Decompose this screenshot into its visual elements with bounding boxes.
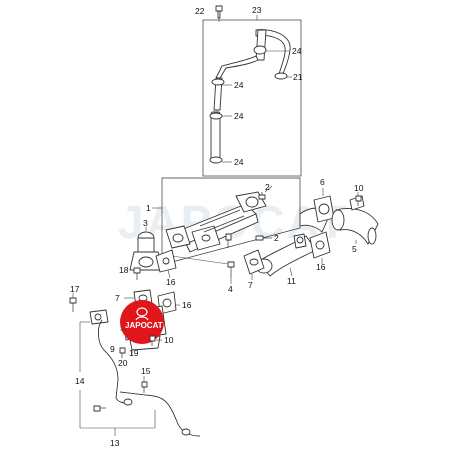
bolt-4 [227,261,235,278]
callout-10-lower: 10 [164,335,174,345]
callout-24-c: 24 [234,111,244,121]
pipe-23 [209,29,291,164]
callout-5: 5 [352,244,357,254]
callout-16-lower: 16 [182,300,192,310]
callout-13: 13 [110,438,120,448]
callout-9: 9 [110,344,115,354]
callout-11: 11 [287,276,296,286]
callout-16-right: 16 [316,262,326,272]
egr-cooler [165,191,267,253]
gasket-6 [313,195,335,223]
callout-10-upper: 10 [354,183,364,193]
callout-1: 1 [146,203,151,213]
callout-24-a: 24 [292,46,302,56]
gasket-16-right [309,231,331,259]
brand-logo-text: JAPOCAT [125,321,163,330]
cooler-group-frame [161,177,301,263]
callout-22: 22 [195,6,205,16]
egr-valve [129,231,177,273]
callout-2-upper: 2 [265,182,270,192]
callout-14: 14 [75,376,85,386]
bolt-15 [141,381,148,393]
bolt-20 [119,347,126,358]
callout-21: 21 [293,72,303,82]
bolt-3 [225,233,232,248]
bolt-18 [133,267,141,280]
callout-18: 18 [119,265,129,275]
gasket-7-right [243,249,265,275]
clamp-9 [89,309,109,325]
brand-logo-badge [120,300,164,344]
bolt-2-upper [258,192,266,200]
bolt-2-lower [255,235,268,241]
callout-7-right: 7 [248,280,253,290]
callout-3: 3 [143,218,148,228]
callout-23: 23 [252,5,262,15]
coolant-pipe-13 [119,391,201,437]
callout-16-upper: 16 [166,277,176,287]
callout-24-b: 24 [234,80,244,90]
callout-2-lower: 2 [274,233,279,243]
bolt-10-lower [149,335,156,346]
bolt-22 [215,5,223,19]
callout-17: 17 [70,284,80,294]
callout-24-d: 24 [234,157,244,167]
coolant-pipe-14 [98,319,129,404]
bolt-10-upper [355,195,362,206]
brand-logo-figure [135,307,149,321]
callout-4: 4 [228,284,233,294]
pipe-group-frame [202,19,302,177]
callout-19: 19 [129,348,139,358]
callout-20: 20 [118,358,128,368]
bolt-13-mount [93,405,106,412]
bolt-17 [69,297,77,312]
callout-6: 6 [320,177,325,187]
callout-15: 15 [141,366,151,376]
callout-7-left: 7 [115,293,120,303]
